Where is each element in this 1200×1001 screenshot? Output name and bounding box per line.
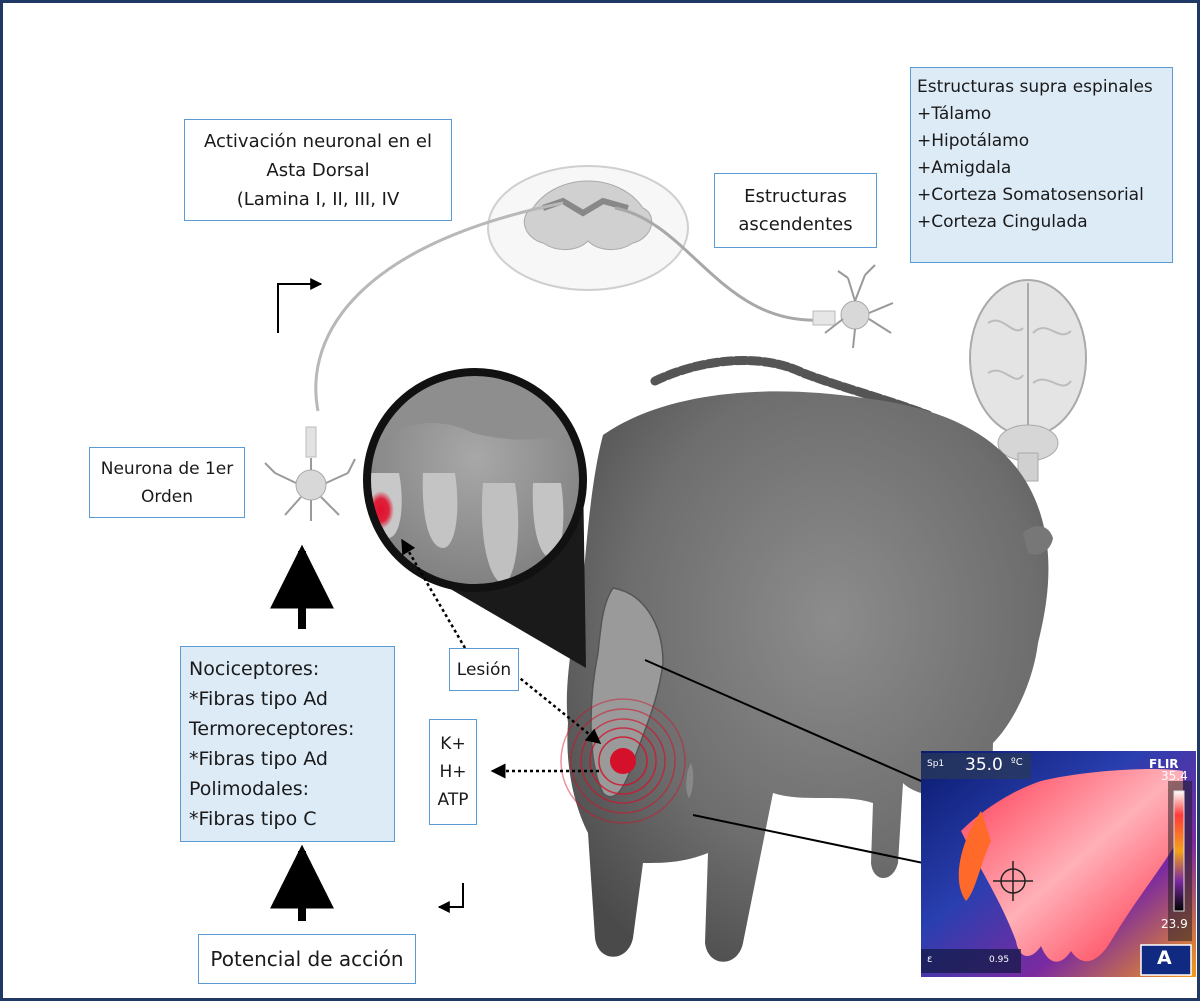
receptors-box: Nociceptores: *Fibras tipo Ad Termorecep…: [180, 646, 395, 842]
emissivity-value: 0.95: [989, 955, 1009, 965]
first-order-neuron-box: Neurona de 1er Orden: [89, 447, 245, 518]
lesion-label: Lesión: [457, 660, 511, 680]
ascending-line-1: Estructuras: [744, 183, 847, 211]
action-potential-label: Potencial de acción: [210, 947, 403, 971]
supraspinal-line-3: +Hipotálamo: [917, 128, 1172, 155]
activation-line-2: Asta Dorsal: [266, 156, 369, 185]
supraspinal-line-2: +Tálamo: [917, 101, 1172, 128]
activation-line-1: Activación neuronal en el: [204, 127, 432, 156]
thermal-image-panel: Sp1 35.0 ºC FLIR 35.4 23.9 ε 0.95 A: [921, 751, 1196, 977]
receptors-line-3: Termoreceptores:: [189, 714, 394, 744]
supraspinal-structures-box: Estructuras supra espinales +Tálamo +Hip…: [910, 67, 1173, 263]
emissivity-symbol: ε: [927, 954, 932, 965]
first-order-line-1: Neurona de 1er: [101, 455, 233, 483]
supraspinal-line-5: +Corteza Somatosensorial: [917, 182, 1172, 209]
ion-atp: ATP: [438, 786, 469, 814]
receptors-line-2: *Fibras tipo Ad: [189, 684, 394, 714]
bent-arrow-down-left: [439, 883, 463, 907]
first-order-line-2: Orden: [141, 483, 193, 511]
receptors-line-1: Nociceptores:: [189, 654, 394, 684]
thermal-image: [921, 751, 1196, 977]
supraspinal-line-4: +Amigdala: [917, 155, 1172, 182]
supraspinal-line-1: Estructuras supra espinales: [917, 74, 1172, 101]
receptors-line-5: Polimodales:: [189, 774, 394, 804]
receptors-line-6: *Fibras tipo C: [189, 804, 394, 834]
panel-letter: A: [1157, 947, 1172, 969]
second-order-neuron-illustration: [813, 265, 893, 348]
scale-max: 35.4: [1161, 769, 1188, 783]
scale-min: 23.9: [1161, 917, 1188, 931]
supraspinal-line-6: +Corteza Cingulada: [917, 209, 1172, 236]
spot-label: Sp1: [927, 759, 944, 769]
action-potential-box: Potencial de acción: [198, 934, 416, 984]
receptors-line-4: *Fibras tipo Ad: [189, 744, 394, 774]
ascending-line-2: ascendentes: [738, 211, 852, 239]
lesion-label-box: Lesión: [449, 648, 519, 691]
dorsal-horn-activation-box: Activación neuronal en el Asta Dorsal (L…: [184, 119, 452, 221]
ascending-structures-box: Estructuras ascendentes: [714, 173, 877, 248]
spot-unit: ºC: [1011, 757, 1023, 768]
spot-value: 35.0: [965, 755, 1003, 775]
first-order-neuron-illustration: [265, 427, 355, 521]
activation-line-3: (Lamina I, II, III, IV: [237, 185, 400, 214]
ion-h: H+: [439, 758, 466, 786]
ions-box: K+ H+ ATP: [429, 719, 477, 825]
ion-k: K+: [440, 730, 465, 758]
bent-arrow-up-right: [278, 284, 321, 333]
